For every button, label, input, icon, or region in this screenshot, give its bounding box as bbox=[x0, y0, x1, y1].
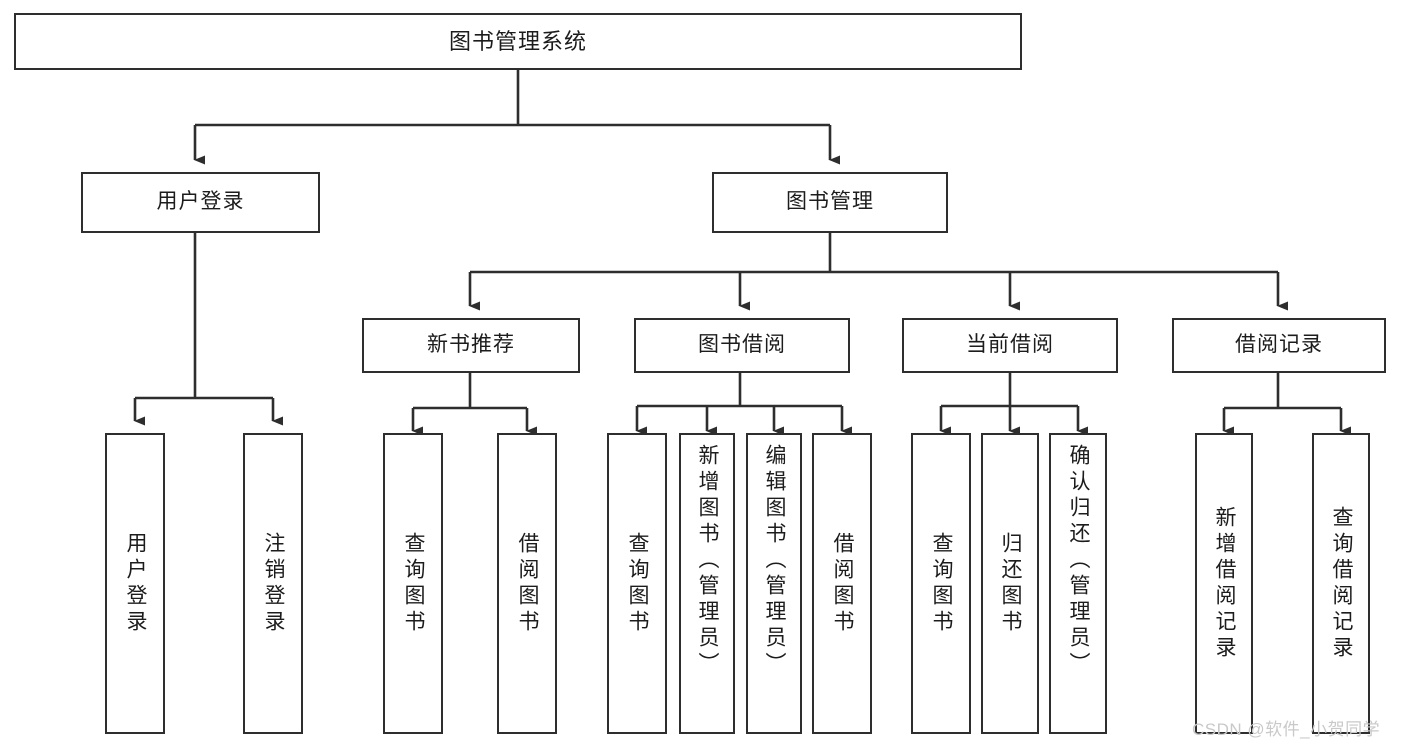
node-label: 查询图书 bbox=[626, 531, 650, 636]
node-label: 查询图书 bbox=[402, 531, 426, 636]
node-label: 新增图书（管理员） bbox=[696, 444, 720, 678]
leaf-book-borrow-edit-admin[interactable]: 编辑图书（管理员） bbox=[746, 433, 802, 734]
node-label: 查询图书 bbox=[930, 531, 954, 636]
node-label: 借阅图书 bbox=[831, 531, 855, 636]
node-label: 确认归还（管理员） bbox=[1067, 444, 1091, 678]
node-label: 借阅记录 bbox=[1235, 333, 1323, 357]
leaf-new-book-query[interactable]: 查询图书 bbox=[383, 433, 443, 734]
leaf-current-borrow-return[interactable]: 归还图书 bbox=[981, 433, 1039, 734]
leaf-new-book-borrow[interactable]: 借阅图书 bbox=[497, 433, 557, 734]
node-label: 新增借阅记录 bbox=[1213, 505, 1237, 662]
node-label: 当前借阅 bbox=[966, 333, 1054, 357]
node-label: 图书借阅 bbox=[698, 333, 786, 357]
node-current-borrow[interactable]: 当前借阅 bbox=[902, 318, 1118, 373]
node-label: 注销登录 bbox=[262, 531, 286, 636]
node-label: 编辑图书（管理员） bbox=[763, 444, 787, 678]
node-new-book-recommend[interactable]: 新书推荐 bbox=[362, 318, 580, 373]
leaf-user-login-signin[interactable]: 用户登录 bbox=[105, 433, 165, 734]
node-borrow-record[interactable]: 借阅记录 bbox=[1172, 318, 1386, 373]
leaf-borrow-record-query[interactable]: 查询借阅记录 bbox=[1312, 433, 1370, 734]
node-label: 借阅图书 bbox=[516, 531, 540, 636]
node-label: 用户登录 bbox=[124, 531, 148, 636]
leaf-book-borrow-add-admin[interactable]: 新增图书（管理员） bbox=[679, 433, 735, 734]
csdn-watermark: CSDN @软件_小贺同学 bbox=[1192, 720, 1381, 739]
leaf-current-borrow-query[interactable]: 查询图书 bbox=[911, 433, 971, 734]
leaf-user-login-signout[interactable]: 注销登录 bbox=[243, 433, 303, 734]
node-label: 查询借阅记录 bbox=[1330, 505, 1354, 662]
leaf-book-borrow-borrow[interactable]: 借阅图书 bbox=[812, 433, 872, 734]
node-book-borrow[interactable]: 图书借阅 bbox=[634, 318, 850, 373]
node-label: 图书管理系统 bbox=[448, 28, 587, 54]
node-label: 新书推荐 bbox=[427, 333, 515, 357]
node-label: 归还图书 bbox=[999, 531, 1023, 636]
node-user-login[interactable]: 用户登录 bbox=[81, 172, 320, 233]
leaf-book-borrow-query[interactable]: 查询图书 bbox=[607, 433, 667, 734]
leaf-current-borrow-confirm-admin[interactable]: 确认归还（管理员） bbox=[1049, 433, 1107, 734]
leaf-borrow-record-add[interactable]: 新增借阅记录 bbox=[1195, 433, 1253, 734]
node-label: 用户登录 bbox=[156, 190, 245, 214]
node-label: 图书管理 bbox=[786, 190, 874, 214]
node-root-system[interactable]: 图书管理系统 bbox=[14, 13, 1022, 70]
node-book-management[interactable]: 图书管理 bbox=[712, 172, 948, 233]
